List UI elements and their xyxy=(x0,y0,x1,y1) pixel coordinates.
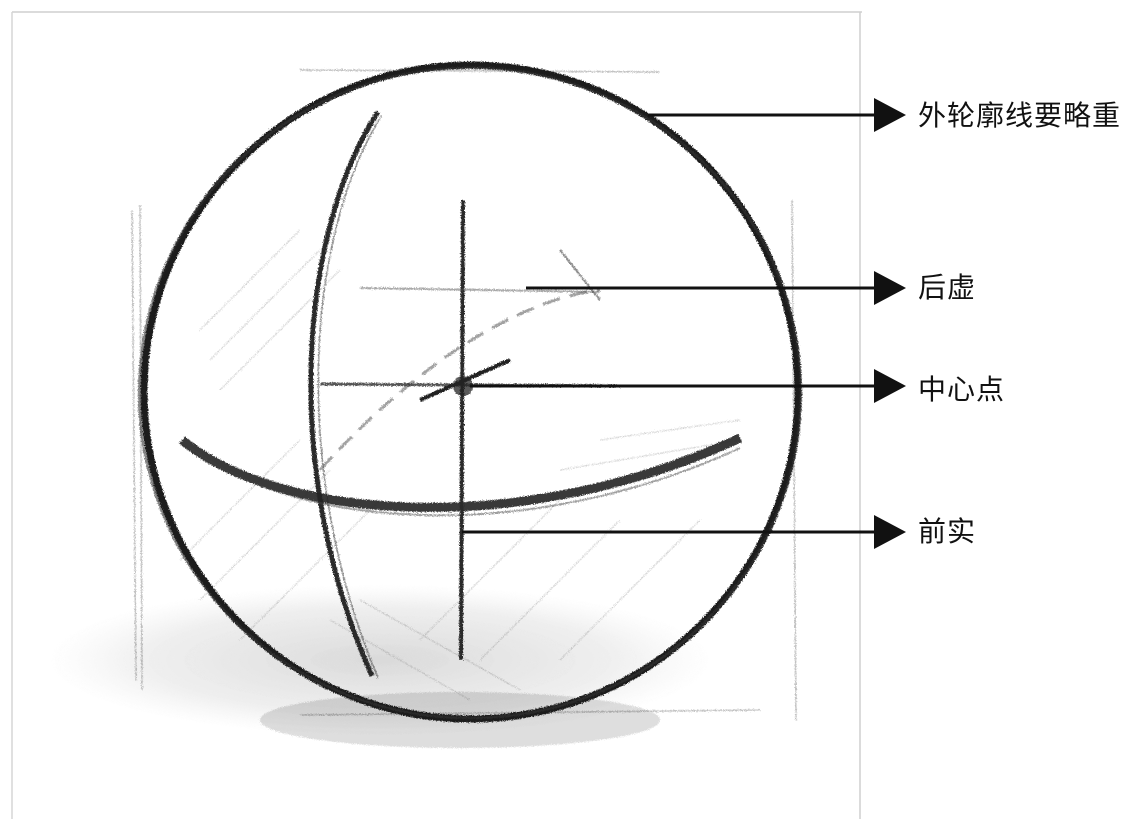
arrowhead-back xyxy=(874,271,906,305)
arrowhead-center xyxy=(874,369,906,403)
annotation-arrows xyxy=(462,98,906,549)
label-outline-heavier: 外轮廓线要略重 xyxy=(918,102,1121,130)
label-back-light: 后虚 xyxy=(918,274,976,302)
label-center-point: 中心点 xyxy=(918,376,1005,404)
label-front-solid: 前实 xyxy=(918,518,976,546)
arrowhead-front xyxy=(874,515,906,549)
arrowhead-outline xyxy=(874,98,906,132)
